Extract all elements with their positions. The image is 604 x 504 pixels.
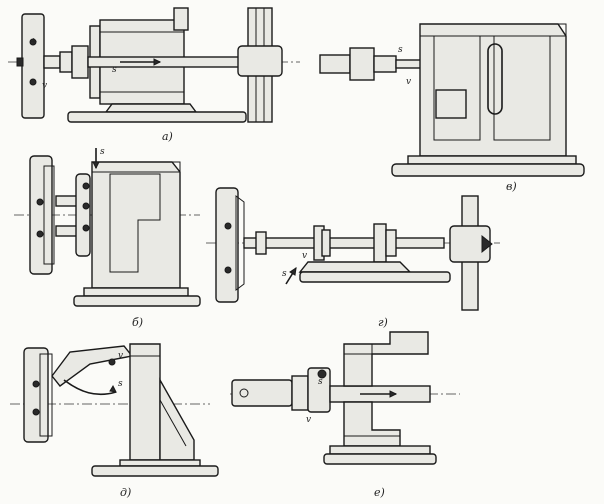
svg-text:+: + <box>30 37 38 47</box>
panel-f-caption: е) <box>374 486 385 499</box>
panel-c-label-s: s <box>100 147 105 157</box>
panel-a-label-v: v <box>42 81 47 91</box>
panel-f-label-s: s <box>318 377 323 387</box>
panel-f-label-v: v <box>306 415 311 425</box>
panel-b-label-s: s <box>398 45 403 55</box>
panel-e-label-s: s <box>118 379 123 389</box>
panel-b-caption: в) <box>506 180 517 193</box>
panel-d: v s г) <box>206 187 500 329</box>
panel-b: s v в) <box>319 23 585 193</box>
panel-e-label-v: v <box>118 351 123 361</box>
panel-f: v s е) <box>230 331 460 499</box>
panel-b-label-v: v <box>406 77 411 87</box>
panel-a: + v s а) <box>8 7 300 143</box>
panel-d-caption: г) <box>378 316 388 329</box>
panel-c: s б) <box>14 147 201 329</box>
panel-a-label-s: s <box>112 65 117 75</box>
panel-a-caption: а) <box>162 130 173 143</box>
panel-e-caption: д) <box>120 486 131 499</box>
panel-d-label-v: v <box>302 251 307 261</box>
panel-d-label-s: s <box>282 269 287 279</box>
panel-e: v s д) <box>10 343 219 499</box>
panel-c-caption: б) <box>132 316 143 329</box>
